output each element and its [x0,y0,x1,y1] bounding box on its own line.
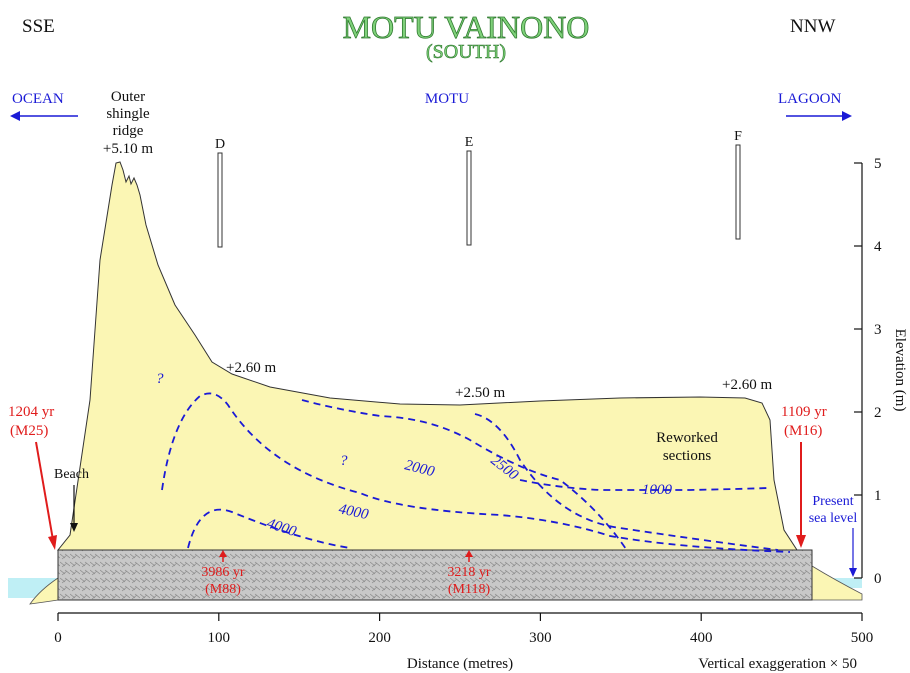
contour-label-2000: 2000 [403,457,436,480]
x-tick-label: 0 [54,630,62,646]
motu-sediment-body [56,161,798,551]
isochron-4000-lower [187,508,351,549]
section-label-E: E [465,135,474,150]
right-date-arrow-icon [796,442,806,548]
m118-date-years: 3218 yr [447,565,491,580]
x-tick-label: 300 [529,630,552,646]
reef-flat [57,549,813,601]
height-label-3: +2.60 m [722,377,772,393]
height-label-2: +2.50 m [455,385,505,401]
vertical-exaggeration-note: Vertical exaggeration × 50 [698,656,857,672]
diagram-title: MOTU VAINONO [343,9,590,45]
left-direction-label: SSE [22,16,55,37]
y-tick-label: 4 [874,239,882,255]
distance-axis-label: Distance (metres) [407,656,513,672]
m88-arrow-icon [219,550,227,562]
right-direction-label: NNW [790,16,835,37]
y-tick-label: 2 [874,405,882,421]
y-tick-label: 3 [874,322,882,338]
contour-label-4000-upper: 4000 [337,501,370,523]
elevation-axis: 0 1 2 3 4 5 [854,156,882,587]
x-tick-label: 200 [368,630,391,646]
section-label-F: F [734,129,742,144]
lagoon-label: LAGOON [778,91,841,107]
left-date-years: 1204 yr [8,404,54,420]
section-core-E: E [465,135,474,246]
height-label-1: +2.60 m [226,360,276,376]
unknown-mark-2: ? [340,453,348,469]
isochron-1000 [519,479,769,491]
left-date-arrow-icon [35,441,57,550]
y-tick-label: 5 [874,156,882,172]
section-core-D: D [215,137,225,248]
motu-label: MOTU [425,91,469,107]
outer-ridge-label-line2: shingle [106,106,150,122]
lagoon-sediment [811,565,863,601]
y-tick-label: 1 [874,488,882,504]
lagoon-arrow-icon [786,111,852,121]
right-date-sample: (M16) [784,423,822,439]
m88-date-years: 3986 yr [201,565,245,580]
distance-axis: 0 100 200 300 400 500 [54,612,874,646]
sea-level-arrow-icon [849,528,857,577]
diagram-subtitle: (SOUTH) [426,41,506,63]
beach-arrow-icon [70,485,78,532]
isochron-2000 [301,399,629,553]
x-tick-label: 400 [690,630,713,646]
reworked-label-line2: sections [663,448,711,464]
right-date-years: 1109 yr [781,404,827,420]
outer-ridge-label-line1: Outer [111,89,145,105]
sea-level-label-line2: sea level [809,511,858,526]
sea-level-label-line1: Present [812,494,853,509]
y-tick-label: 0 [874,571,882,587]
m118-date-sample: (M118) [448,582,491,597]
reworked-label-line1: Reworked [656,430,718,446]
m88-date-sample: (M88) [205,582,241,597]
section-core-F: F [734,129,742,240]
ocean-label: OCEAN [12,91,64,107]
contour-label-1000: 1000 [642,482,673,498]
section-label-D: D [215,137,225,152]
unknown-mark-1: ? [156,371,164,387]
x-tick-label: 100 [208,630,231,646]
isochron-outer [161,392,791,553]
outer-ridge-height: +5.10 m [103,141,153,157]
isochron-2500 [474,413,779,551]
left-date-sample: (M25) [10,423,48,439]
outer-ridge-label-line3: ridge [113,123,144,139]
x-tick-label: 500 [851,630,874,646]
elevation-axis-label: Elevation (m) [892,329,908,412]
m118-arrow-icon [465,550,473,562]
beach-label: Beach [54,467,89,482]
ocean-arrow-icon [10,111,78,121]
